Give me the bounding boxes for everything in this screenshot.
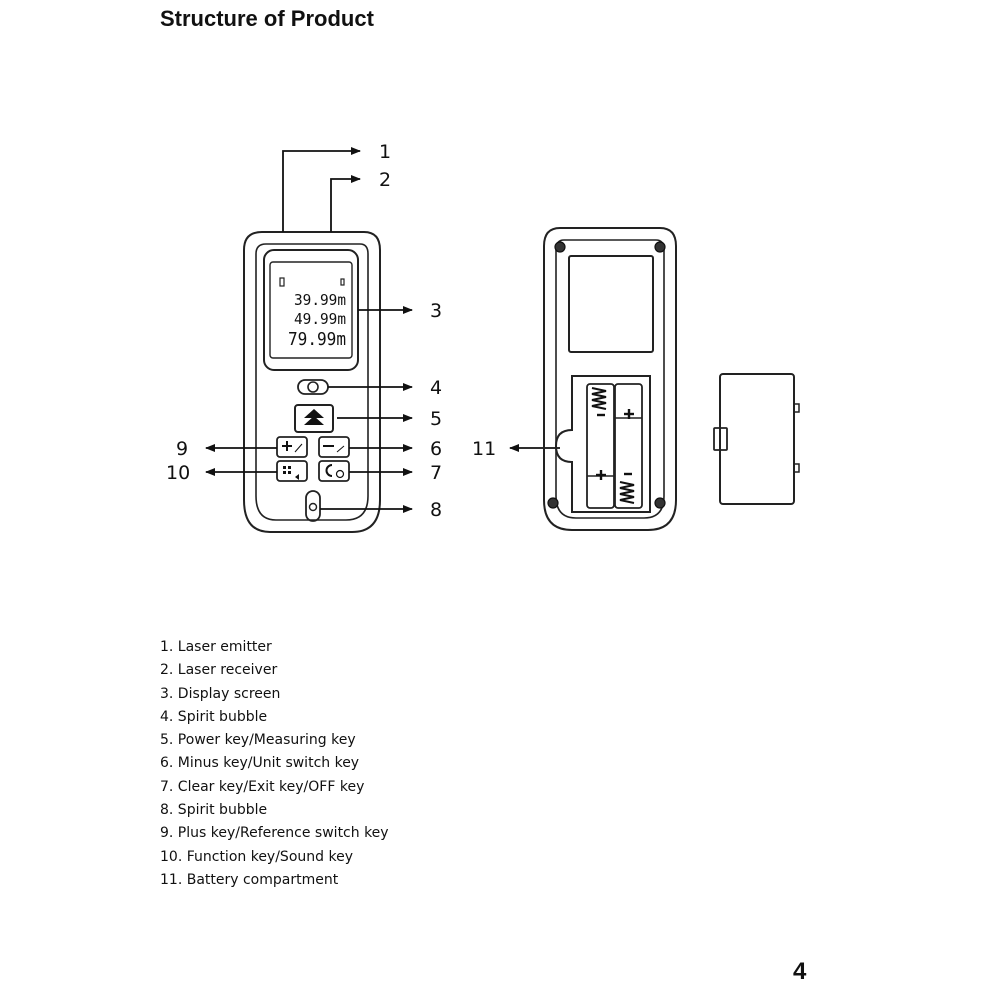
list-item: 8. Spirit bubble	[160, 802, 268, 819]
display-screen-inner	[269, 261, 353, 359]
list-item: 7. Clear key/Exit key/OFF key	[160, 778, 365, 795]
leader-2	[330, 175, 361, 232]
list-item: 4. Spirit bubble	[160, 708, 268, 725]
screw-icon	[547, 241, 666, 509]
grid-icon	[283, 466, 299, 480]
up-arrow-icon	[304, 409, 324, 425]
spirit-bubble-bottom	[305, 490, 321, 522]
list-item: 3. Display screen	[160, 685, 281, 702]
callout-9: 9	[176, 438, 188, 460]
battery-cover-tab	[713, 427, 728, 451]
list-item: 1. Laser emitter	[160, 639, 272, 655]
plus-icon	[282, 441, 303, 453]
page-title: Structure of Product	[160, 6, 374, 31]
display-line-2: 49.99m	[294, 310, 346, 328]
display-line-1: 39.99m	[294, 291, 346, 309]
callout-1: 1	[379, 141, 391, 163]
power-measuring-key	[294, 404, 334, 433]
callout-5: 5	[430, 408, 442, 430]
battery-cover-clip-bottom	[793, 463, 800, 473]
signal-indicator-icon	[340, 278, 345, 286]
spirit-bubble-bottom-circle	[308, 502, 318, 512]
battery-indicator-icon	[279, 277, 285, 287]
list-item: 5. Power key/Measuring key	[160, 732, 356, 749]
callout-6: 6	[430, 438, 442, 460]
display-line-3: 79.99m	[288, 329, 346, 350]
list-item: 2. Laser receiver	[160, 662, 278, 679]
callout-4: 4	[430, 377, 442, 399]
callout-11: 11	[472, 438, 496, 460]
parts-list: 1. Laser emitter 2. Laser receiver 3. Di…	[160, 636, 389, 892]
callout-7: 7	[430, 462, 442, 484]
device-body-back	[543, 227, 677, 531]
callout-2: 2	[379, 169, 391, 191]
label-area	[568, 255, 654, 353]
battery-cover	[713, 373, 800, 505]
minus-icon	[323, 445, 345, 453]
list-item: 10. Function key/Sound key	[160, 848, 353, 865]
minus-key	[318, 436, 350, 458]
battery-cover-clip-top	[793, 403, 800, 413]
battery-left	[586, 383, 615, 509]
plus-key	[276, 436, 308, 458]
leader-lines	[205, 147, 560, 513]
device-body-front	[243, 231, 381, 533]
polarity-marks	[596, 409, 634, 480]
device-body-inner	[255, 243, 369, 521]
leader-1	[282, 147, 361, 232]
list-item: 11. Battery compartment	[160, 871, 339, 888]
callout-3: 3	[430, 300, 442, 322]
list-item: 9. Plus key/Reference switch key	[160, 825, 389, 842]
spirit-bubble-top-circle	[307, 381, 319, 393]
battery-right	[614, 383, 643, 509]
callout-10: 10	[166, 462, 190, 484]
back-view	[543, 227, 677, 531]
battery-cover-body	[719, 373, 795, 505]
spring-icon	[591, 387, 635, 504]
front-view	[243, 231, 381, 533]
clear-icon	[325, 464, 345, 479]
clear-key	[318, 460, 350, 482]
function-key	[276, 460, 308, 482]
page-number: 4	[793, 958, 807, 985]
callout-8: 8	[430, 499, 442, 521]
battery-compartment	[554, 375, 651, 513]
list-item: 6. Minus key/Unit switch key	[160, 755, 360, 772]
